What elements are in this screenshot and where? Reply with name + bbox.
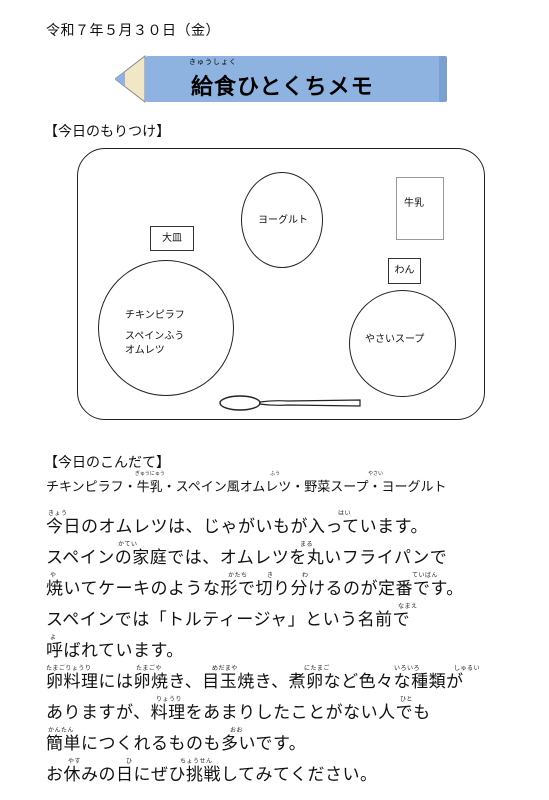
menu-text: チキンピラフ・牛乳・スペイン風オムレツ・野菜スープ・ヨーグルト (46, 480, 447, 495)
body-line-text: 呼ばれています。 (46, 641, 184, 661)
body-line-text: 今日のオムレツは、じゃがいもが入っています。 (46, 517, 428, 537)
banner-ruby: きゅうしょく (189, 58, 237, 66)
plate-label-line: スペインふう (125, 331, 185, 342)
ruby: き (267, 572, 274, 579)
body-line-text: 簡単につくれるものも多いです。 (46, 734, 307, 754)
ruby: はい (338, 510, 352, 517)
ruby: きょう (48, 510, 68, 517)
body-line: なまえ スペインでは「トルティージャ」という名前で (46, 603, 516, 636)
date-text: 令和７年５月３０日（金） (46, 23, 220, 39)
tray-outline (77, 148, 485, 420)
body-line: やす ひ ちょうせん お休みの日にぜひ挑戦してみてください。 (46, 758, 516, 791)
body-line: きょう はい 今日のオムレツは、じゃがいもが入っています。 (46, 510, 516, 543)
ruby: おお (230, 727, 244, 734)
ruby: にたまご (304, 665, 330, 672)
body-line: かんたん おお 簡単につくれるものも多いです。 (46, 727, 516, 760)
ruby: ひと (400, 696, 413, 703)
ruby: よ (50, 634, 57, 641)
yogurt-cup (241, 172, 323, 268)
ruby: なまえ (398, 603, 418, 610)
body-line: や かたち き わ ていばん 焼いてケーキのような形で切り分けるのが定番です。 (46, 572, 516, 605)
body-text: きょう はい 今日のオムレツは、じゃがいもが入っています。 かてい まる スペイ… (46, 510, 516, 791)
ruby-milk: ぎゅうにゅう (135, 471, 165, 477)
plate-box-label: 大皿 (150, 226, 194, 251)
banner-title: 給食ひとくちメモ (191, 75, 374, 100)
milk-label: 牛乳 (404, 198, 424, 209)
soup-label: やさいスープ (365, 334, 425, 345)
body-line-text: 焼いてケーキのような形で切り分けるのが定番です。 (46, 579, 464, 599)
large-plate (98, 260, 234, 396)
body-line: かてい まる スペインの家庭では、オムレツを丸いフライパンで (46, 541, 516, 574)
ruby: ひ (126, 758, 133, 765)
body-line: りょうり ひと ありますが、料理をあまりしたことがない人でも (46, 696, 516, 729)
body-line-text: ありますが、料理をあまりしたことがない人でも (46, 703, 431, 723)
ruby: まる (300, 541, 314, 548)
ruby: かたち (228, 572, 248, 579)
pencil-banner: きゅうしょく 給食ひとくちメモ (115, 54, 450, 104)
body-line-text: スペインの家庭では、オムレツを丸いフライパンで (46, 548, 448, 568)
ruby: めだまや (212, 665, 238, 672)
body-line-text: お休みの日にぜひ挑戦してみてください。 (46, 765, 378, 785)
ruby: わ (302, 572, 309, 579)
ruby: ていばん (412, 572, 439, 579)
body-line-text: 卵料理には卵焼き、目玉焼き、煮卵など色々な種類が (46, 672, 464, 692)
ruby-yasai: やさい (368, 471, 384, 477)
bowl-box-label: わん (388, 258, 421, 284)
menu-line: ぎゅうにゅう ふう やさい チキンピラフ・牛乳・スペイン風オムレツ・野菜スープ・… (46, 471, 447, 495)
ruby: たまごりょうり (46, 665, 92, 672)
section-heading-moritsuke: 【今日のもりつけ】 (44, 124, 171, 140)
body-line-text: スペインでは「トルティージャ」という名前で (46, 610, 411, 630)
ruby: いろいろ (394, 665, 421, 672)
ruby: しゅるい (454, 665, 481, 672)
ruby-fuu: ふう (270, 471, 281, 477)
milk-carton (396, 177, 444, 240)
ruby: やす (68, 758, 82, 765)
plate-label-line: チキンピラフ (125, 310, 185, 321)
plate-label-line: オムレツ (125, 345, 165, 356)
soup-bowl (349, 290, 456, 397)
yogurt-label: ヨーグルト (258, 215, 308, 226)
section-heading-kondate: 【今日のこんだて】 (44, 455, 170, 471)
ruby: りょうり (156, 696, 183, 703)
ruby: たまごや (136, 665, 162, 672)
body-line: たまごりょうり たまごや めだまや にたまご いろいろ しゅるい 卵料理には卵焼… (46, 665, 516, 698)
ruby: ちょうせん (180, 758, 213, 765)
ruby: かてい (118, 541, 138, 548)
ruby: や (50, 572, 57, 579)
body-line: よ 呼ばれています。 (46, 634, 516, 667)
spoon-icon (219, 395, 361, 411)
pencil-icon (115, 54, 447, 104)
ruby: かんたん (48, 727, 75, 734)
